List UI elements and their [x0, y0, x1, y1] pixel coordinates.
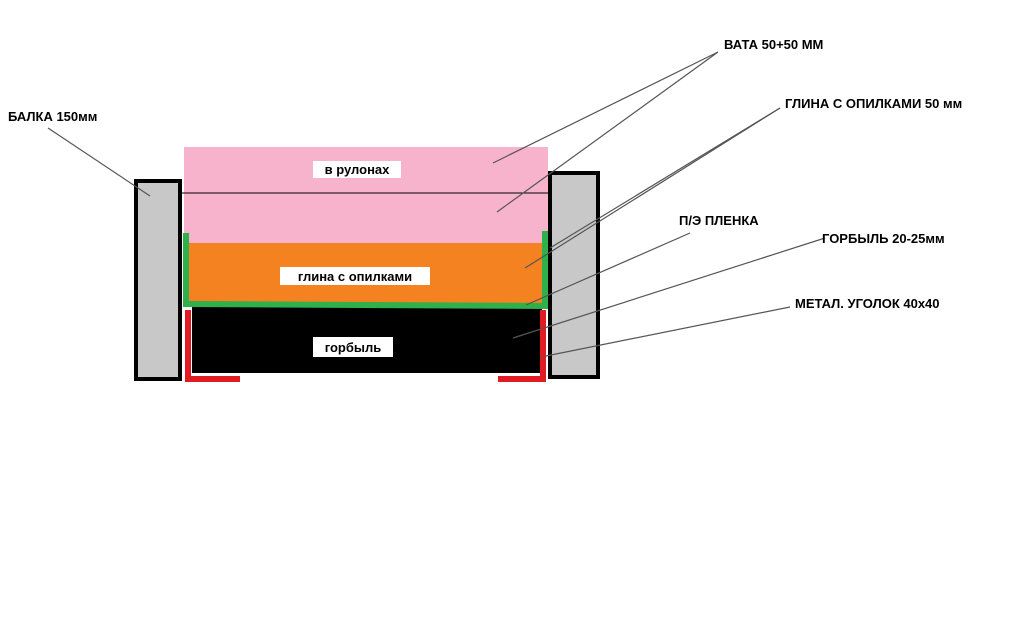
label-wool: ВАТА 50+50 ММ — [724, 37, 823, 52]
clay-text-bg — [280, 267, 430, 285]
beam-left — [134, 179, 182, 381]
leader-wool-1 — [492, 51, 719, 164]
label-film: П/Э ПЛЕНКА — [679, 213, 759, 228]
metal-angle-left — [185, 310, 240, 382]
leader-clay — [524, 107, 781, 269]
leader-wool-2 — [496, 51, 719, 213]
wool-layer-label: в рулонах — [325, 162, 391, 177]
label-slab: ГОРБЫЛЬ 20-25мм — [822, 231, 945, 246]
label-clay: ГЛИНА С ОПИЛКАМИ 50 мм — [785, 96, 962, 111]
leader-beam — [47, 127, 151, 197]
leader-lines — [47, 51, 826, 358]
clay-layer-label: глина с опилками — [298, 269, 412, 284]
beam-right — [548, 171, 600, 379]
slab-text-bg — [313, 337, 393, 357]
label-angle: МЕТАЛ. УГОЛОК 40х40 — [795, 296, 940, 311]
metal-angle-right — [498, 310, 546, 382]
pe-film — [183, 231, 548, 310]
leader-film — [525, 232, 691, 306]
slab-layer-label: горбыль — [325, 340, 382, 355]
leader-slab — [512, 237, 826, 339]
label-beam: БАЛКА 150мм — [8, 109, 97, 124]
wool-text-bg — [313, 161, 401, 178]
leader-angle — [540, 306, 791, 358]
leader-clay-2 — [549, 107, 781, 249]
